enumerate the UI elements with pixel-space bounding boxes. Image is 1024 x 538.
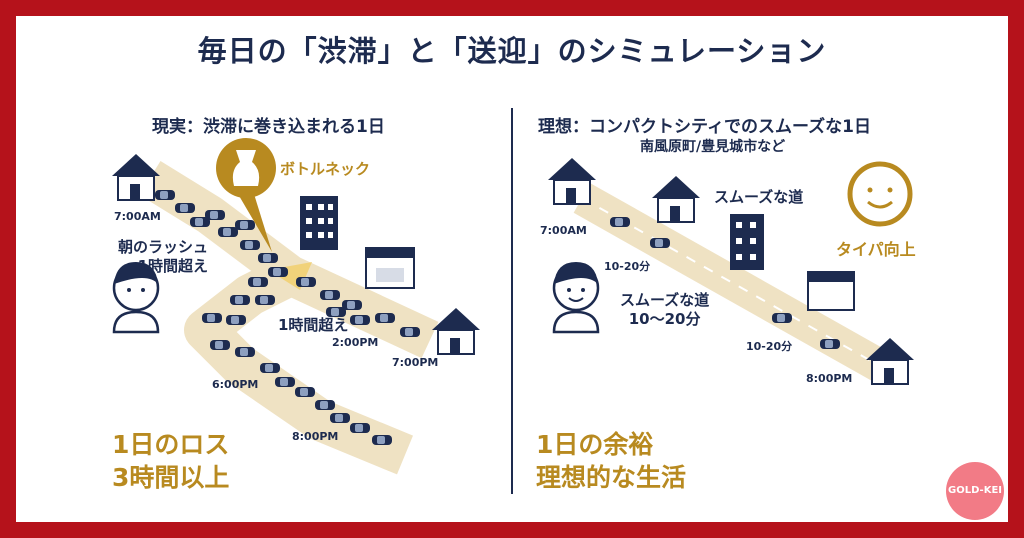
over-hour-label: 1時間超え [278,316,349,334]
margin-line-1: 1日の余裕 [536,430,654,459]
right-store-icon [807,271,855,311]
time-6pm: 6:00PM [212,378,259,391]
margin-line-2: 理想的な生活 [536,463,687,492]
start-house-icon [547,157,597,205]
left-heading: 現実：渋滞に巻き込まれる1日 [152,117,385,137]
time-8pm-left: 8:00PM [292,430,339,443]
home-house-icon [111,153,161,201]
smooth-road-label: スムーズな道 [714,188,804,206]
time-7pm: 7:00PM [392,356,439,369]
happy-person-icon [552,262,600,334]
store-building-icon [365,247,415,289]
center-divider [511,108,513,494]
taipa-label: タイパ向上 [836,240,916,259]
smooth-duration-label: スムーズな道 10～20分 [620,291,710,328]
return-house-icon [431,307,481,355]
smiling-clock-icon [847,161,913,227]
right-subheading: 南風原町/豊見城市など [640,139,786,155]
duration-1: 10-20分 [604,260,651,273]
time-7am-right: 7:00AM [540,224,587,237]
time-7am-left: 7:00AM [114,210,161,223]
loss-line-2: 3時間以上 [112,463,230,492]
time-2pm: 2:00PM [332,336,379,349]
bottleneck-icon [216,138,276,252]
page-title: 毎日の「渋滞」と「送迎」のシミュレーション [197,34,827,68]
time-8pm-right: 8:00PM [806,372,853,385]
neighborhood-house-icon [651,175,701,223]
rush-label: 朝のラッシュ 1時間超え [118,238,209,275]
right-building-icon [730,214,764,270]
bottleneck-label: ボトルネック [280,160,371,178]
gold-kei-badge: GOLD-KEI [946,462,1004,520]
duration-2: 10-20分 [746,340,793,353]
loss-line-1: 1日のロス [112,430,230,459]
right-heading: 理想：コンパクトシティでのスムーズな1日 [538,117,871,137]
right-road [573,183,889,381]
office-building-icon [300,196,338,250]
